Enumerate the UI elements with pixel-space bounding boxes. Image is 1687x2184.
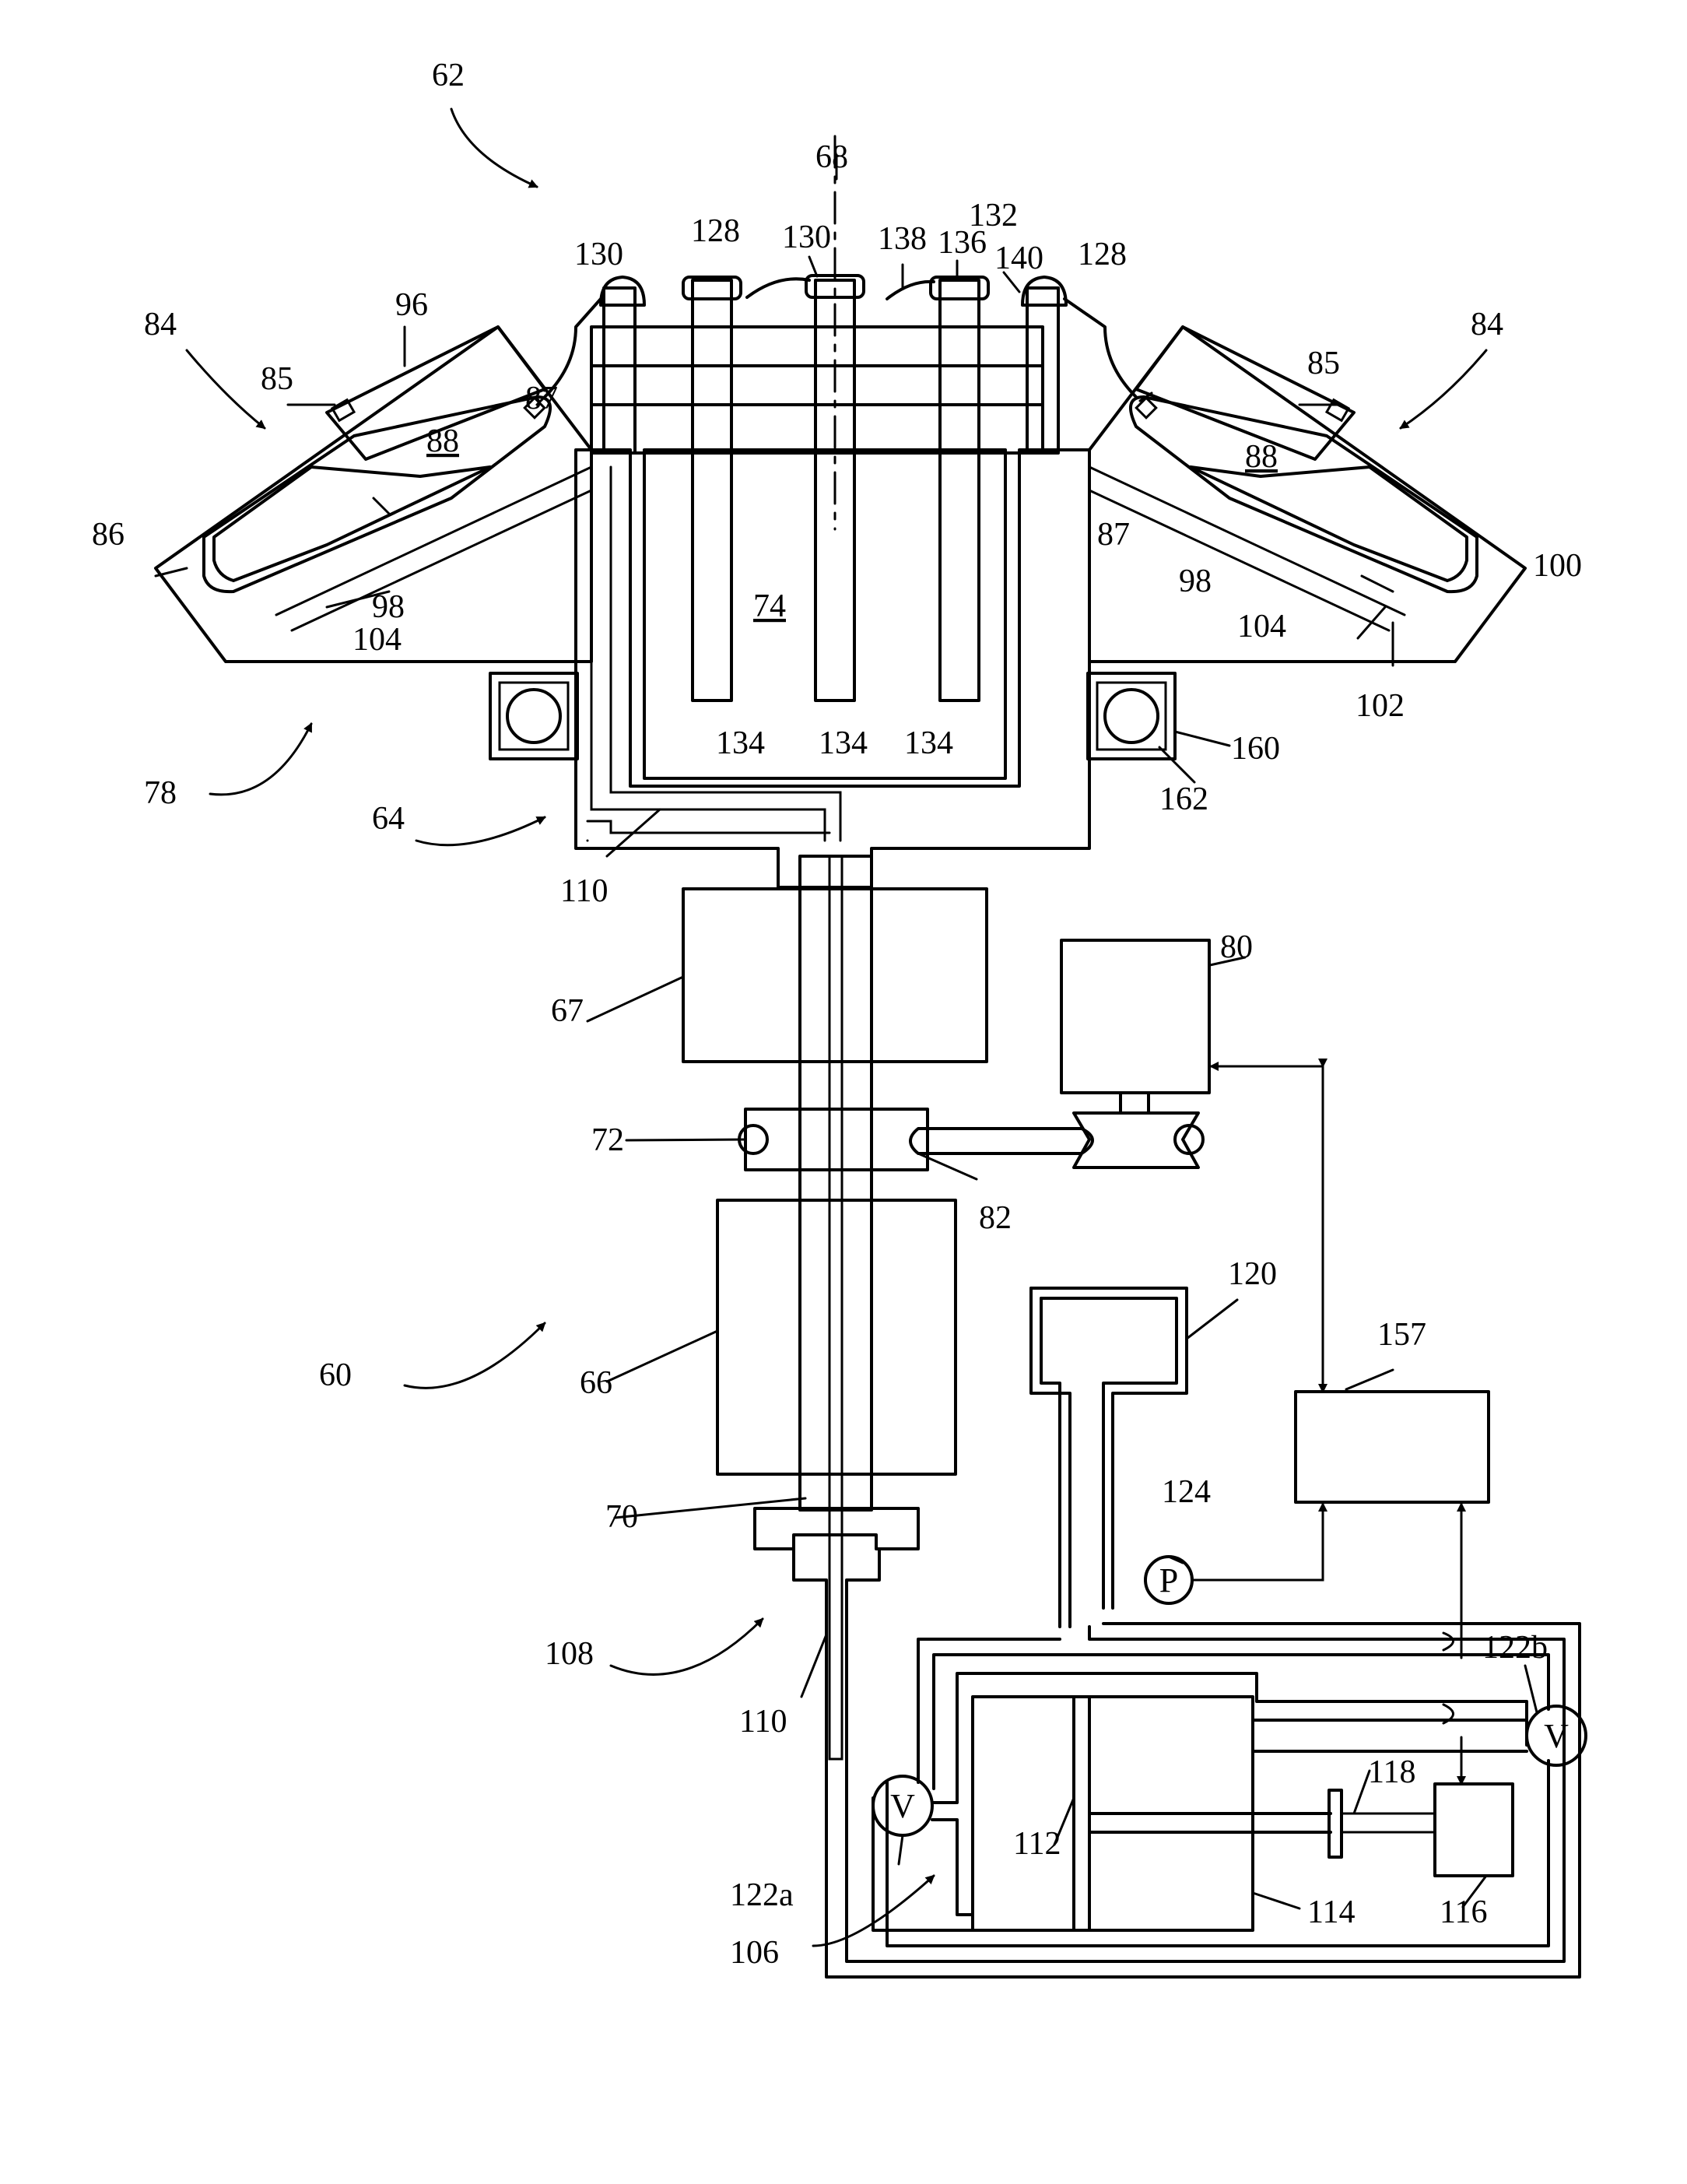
label-116: 116 [1440,1894,1487,1930]
cap-outer-left [601,277,644,305]
drive-assembly [683,856,1209,1767]
label-80: 80 [1220,929,1253,965]
screw-118 [1342,1814,1435,1832]
chamber-right-tube [1064,299,1136,397]
label-62: 62 [432,58,465,93]
label-128-right: 128 [1078,237,1127,272]
label-118: 118 [1368,1754,1415,1790]
label-60: 60 [319,1357,352,1393]
shaft-flange [755,1508,918,1549]
label-124: 124 [1162,1474,1211,1510]
label-110-top: 110 [560,873,608,909]
label-134-center: 134 [819,725,868,761]
valve-symbol-122b: V [1544,1717,1569,1755]
label-82: 82 [979,1200,1012,1236]
bearing-right [1088,673,1175,759]
label-128-left: 128 [691,213,740,249]
label-102: 102 [1356,688,1405,724]
label-130-center: 130 [782,219,831,255]
label-86: 86 [92,517,125,553]
pipe-110 [587,821,829,841]
drive-motor-shaft [1121,1093,1149,1113]
label-104-left: 104 [352,622,402,658]
belt [910,1129,1093,1153]
label-96: 96 [395,287,428,323]
motor-lower [717,1200,956,1474]
chamber-left-sediment [214,467,490,581]
label-85-right: 85 [1307,346,1340,381]
label-140: 140 [994,241,1043,276]
chamber-left-bag [204,397,550,592]
label-88-left: 88 [426,423,459,459]
label-112: 112 [1013,1826,1061,1862]
bearing-left [490,673,577,759]
label-100: 100 [1533,548,1582,584]
label-70: 70 [605,1499,638,1535]
pulley-block [745,1109,928,1170]
label-67: 67 [551,993,584,1029]
label-110-bottom: 110 [739,1704,787,1740]
reference-numerals: 62 68 130 128 130 138 136 132 140 128 96… [92,58,1582,1971]
rod-outer-left [604,288,635,453]
label-104-right: 104 [1237,609,1286,644]
stop-118 [1329,1790,1342,1857]
label-122b: 122b [1482,1630,1548,1666]
label-130-left: 130 [574,237,623,272]
label-85-left: 85 [261,361,293,397]
label-114: 114 [1307,1894,1355,1930]
label-134-right: 134 [904,725,953,761]
label-98-left: 98 [372,589,405,625]
rotary-seal [794,1549,879,1767]
chamber-left-port [332,400,354,421]
label-108: 108 [545,1636,594,1672]
reservoir-120 [1031,1288,1187,1608]
label-120: 120 [1228,1256,1277,1292]
label-74: 74 [753,588,786,624]
label-84-left: 84 [144,307,177,342]
controller-157 [1296,1392,1489,1502]
chamber-right-sediment [1191,467,1467,581]
label-68: 68 [815,139,848,175]
pump-symbol: P [1159,1561,1178,1599]
drive-motor [1061,940,1209,1093]
actuator-116 [1435,1784,1513,1876]
bowl-wall [576,450,1089,887]
label-78: 78 [144,775,177,811]
label-106: 106 [730,1935,779,1971]
shaft [800,856,872,1510]
label-84-right: 84 [1471,307,1503,342]
chamber-right-port [1327,400,1349,421]
rod-left [693,280,731,700]
label-162: 162 [1159,781,1208,817]
chamber-right-bag [1131,397,1477,592]
label-87-left: 87 [525,381,558,416]
label-134-left: 134 [716,725,765,761]
rod-right [940,280,979,700]
chamber-right-channel [1089,467,1405,630]
chamber-left-channel [276,467,591,630]
shaft-bore [829,856,842,1759]
hydraulic-circuit [826,1066,1586,1977]
seal-138 [887,282,934,299]
seal-130 [747,279,809,297]
motor-upper [683,889,987,1062]
label-138: 138 [878,221,927,257]
label-88-right: 88 [1245,439,1278,475]
label-122a: 122a [730,1877,794,1913]
valve-symbol-122a: V [890,1787,915,1825]
label-72: 72 [591,1122,624,1158]
label-64: 64 [372,801,405,837]
label-160: 160 [1231,731,1280,767]
label-132: 132 [969,198,1018,233]
label-157: 157 [1377,1317,1426,1353]
label-66: 66 [580,1365,612,1401]
chamber-right [1064,299,1525,662]
label-87-right: 87 [1097,517,1130,553]
label-98-right: 98 [1179,564,1212,599]
